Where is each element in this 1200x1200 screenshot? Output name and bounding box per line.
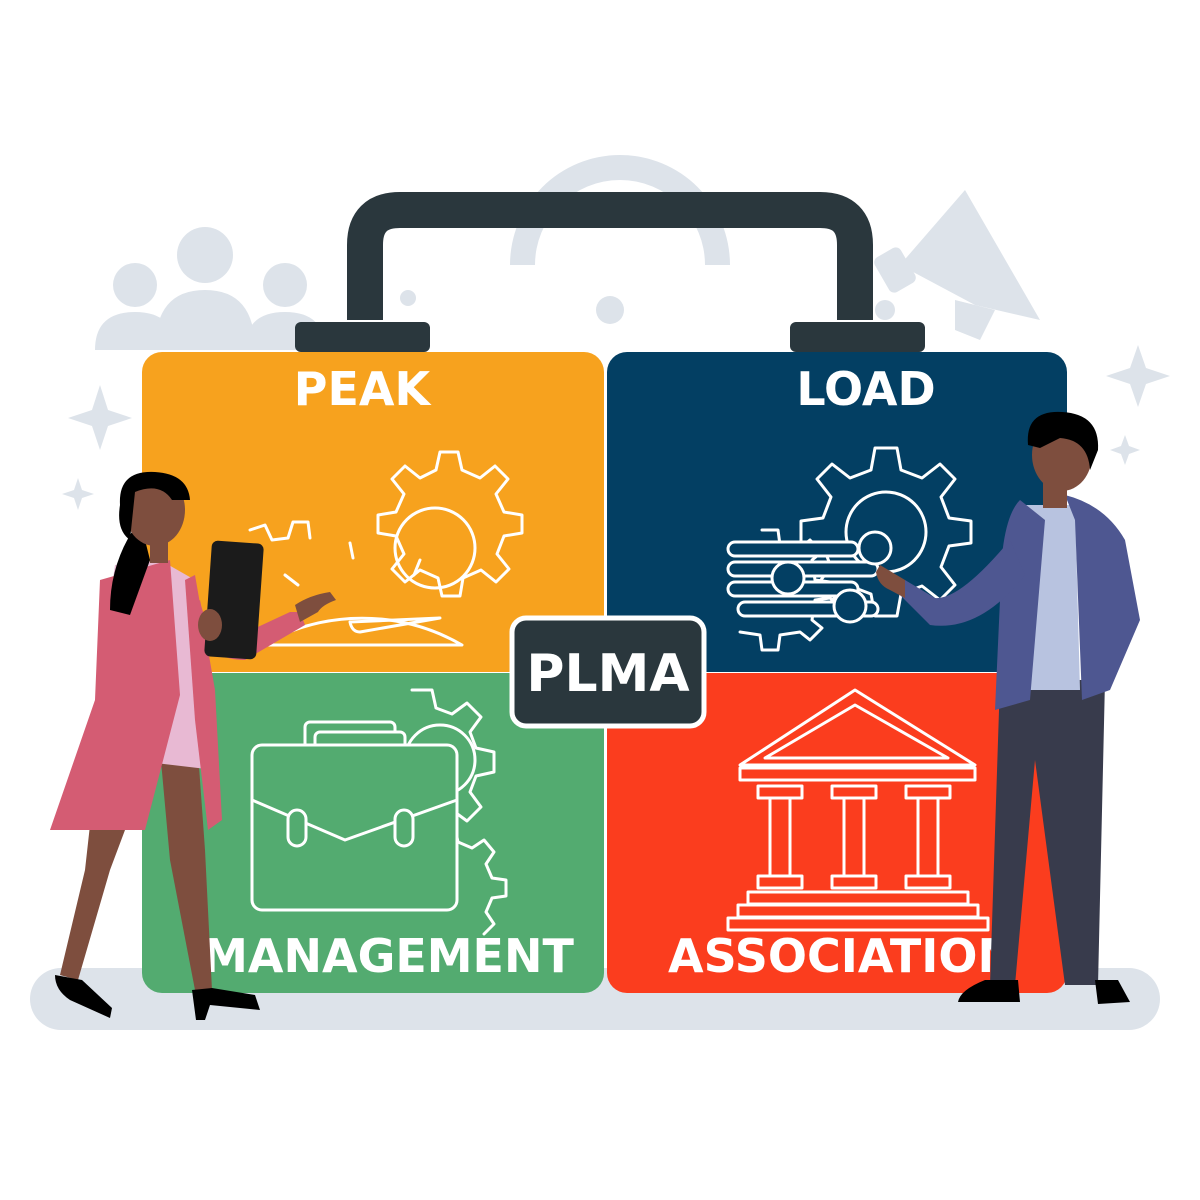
quadrant-association-panel <box>607 673 1067 993</box>
quadrant-association <box>607 673 1067 993</box>
sparkle-icon <box>62 290 1170 510</box>
people-silhouettes-icon <box>95 227 325 350</box>
woman-with-tablet-figure <box>50 471 336 1020</box>
quadrant-word-association: ASSOCIATION <box>668 929 1016 983</box>
gears-load-icon <box>726 446 973 652</box>
institution-building-icon <box>726 688 990 932</box>
briefcase-gears-icon <box>250 688 508 936</box>
quadrant-word-management: MANAGEMENT <box>202 929 574 983</box>
acronym-badge: PLMA <box>509 615 707 729</box>
briefcase-handle <box>295 192 925 352</box>
speedometer-gears-icon <box>248 450 524 647</box>
megaphone-icon <box>874 190 1040 340</box>
quadrant-word-peak: PEAK <box>294 362 433 416</box>
handle-mount-left <box>295 322 430 352</box>
acronym-text: PLMA <box>526 644 689 704</box>
man-presenting-figure <box>876 411 1140 1004</box>
quadrant-word-load: LOAD <box>796 362 935 416</box>
background-arc <box>510 155 730 265</box>
handle-mount-right <box>790 322 925 352</box>
